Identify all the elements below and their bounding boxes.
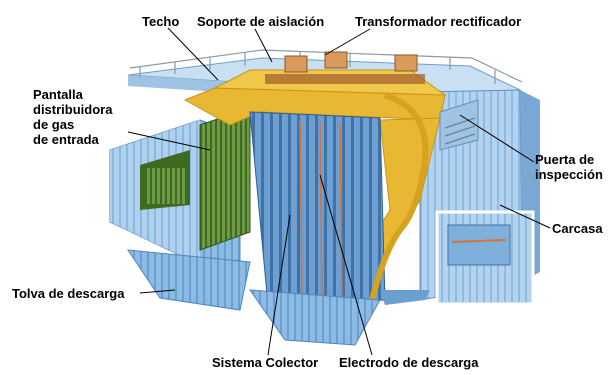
label-pantalla-line-1: Pantalla xyxy=(33,87,83,102)
label-soporte-aislacion: Soporte de aislación xyxy=(197,14,325,29)
label-pantalla-line-4: de entrada xyxy=(33,132,99,147)
collecting-plates xyxy=(249,111,386,306)
label-tolva-descarga: Tolva de descarga xyxy=(12,286,125,301)
inspection-door xyxy=(439,99,479,151)
label-transformador-rectificador: Transformador rectificador xyxy=(355,14,522,29)
inlet-hood xyxy=(109,119,241,266)
cutaway-edge xyxy=(369,92,429,301)
label-pantalla-line-2: distribuidora xyxy=(33,102,113,117)
label-techo: Techo xyxy=(142,14,180,29)
label-puerta-inspeccion: Puerta de inspección xyxy=(535,152,613,182)
leader-lines xyxy=(127,27,551,356)
hoppers xyxy=(126,249,430,346)
label-electrodo-descarga: Electrodo de descarga xyxy=(339,355,479,370)
label-sistema-colector: Sistema Colector xyxy=(212,355,319,370)
label-puerta-line-1: Puerta de xyxy=(535,152,595,167)
gas-distribution-screen xyxy=(199,107,251,251)
label-carcasa: Carcasa xyxy=(552,221,603,236)
transformer-rectifiers xyxy=(265,51,425,84)
label-pantalla-distribuidora: Pantalla distribuidora de gas de entrada xyxy=(33,87,163,147)
label-puerta-line-2: inspección xyxy=(535,167,603,182)
casing-detail-inset xyxy=(435,210,535,306)
label-pantalla-line-3: de gas xyxy=(33,117,75,132)
